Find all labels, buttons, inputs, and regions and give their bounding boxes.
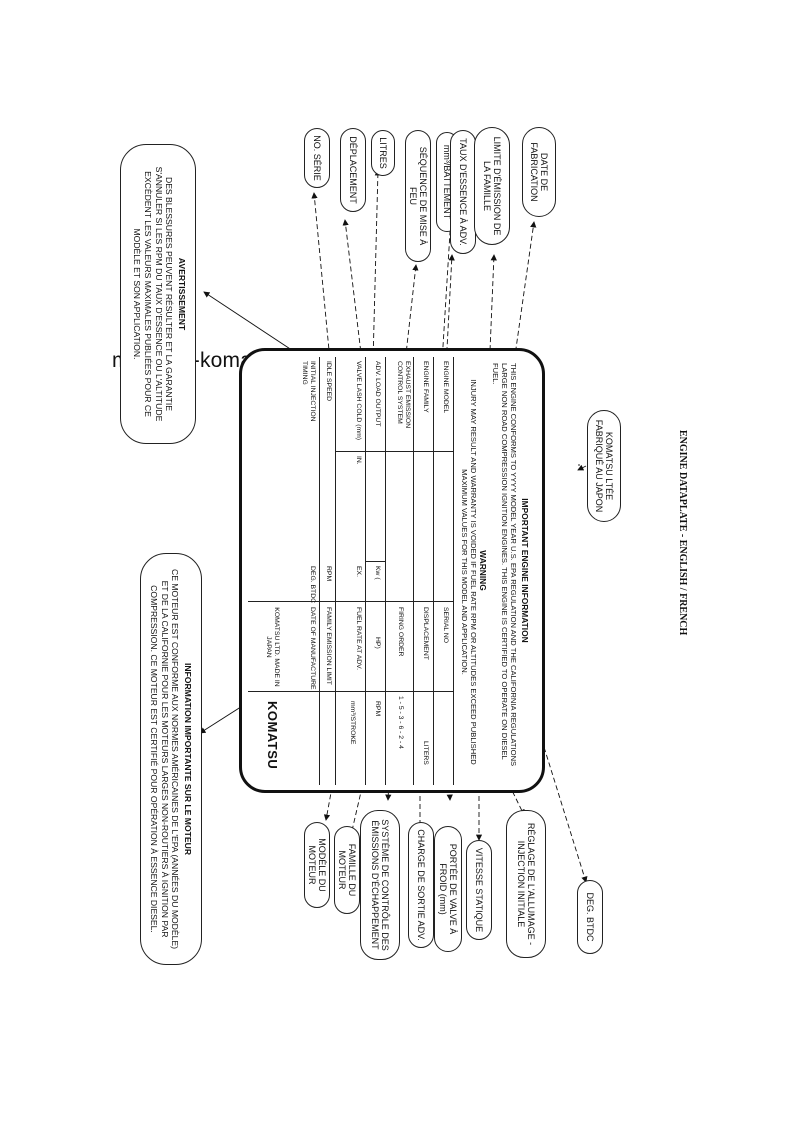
cell-kw: Kw ( (374, 566, 381, 580)
komatsu-logo: KOMATSU (265, 701, 280, 770)
cell-stroke: mm³/STROKE (349, 701, 356, 745)
bubble-warning-body: DES BLESSURES PEUVENT RÉSULTER ET LA GAR… (132, 166, 175, 422)
label-taux-essence: TAUX D'ESSENCE À ADV. (450, 130, 476, 254)
label-systeme-controle: SYSTÈME DE CONTRÔLE DES ÉMISSIONS D'ÉCHA… (360, 810, 400, 960)
label-modele-moteur: MODÈLE DU MOTEUR (304, 822, 330, 908)
leader-maker-solid (577, 464, 587, 471)
bubble-info-heading: INFORMATION IMPORTANTE SUR LE MOTEUR (183, 662, 193, 856)
cell-firing-value: 1 - 5 - 3 - 6 - 2 - 4 (397, 696, 404, 749)
plate-warning-heading: WARNING (478, 550, 488, 591)
label-vitesse-statique: VITESSE STATIQUE (466, 840, 492, 940)
engine-dataplate: IMPORTANT ENGINE INFORMATION THIS ENGINE… (239, 348, 545, 793)
cell-initial-injection: INITIAL INJECTION TIMING (301, 361, 316, 422)
cell-firing-order: FIRING ORDER (397, 607, 404, 657)
plate-title: IMPORTANT ENGINE INFORMATION (520, 498, 530, 643)
label-famille-moteur: FAMILLE DU MOTEUR (334, 826, 360, 914)
bubble-info-body: CE MOTEUR EST CONFORME AUX NORMES AMÉRIC… (148, 569, 181, 949)
plate-warning-text: INJURY MAY RESULT AND WARRANTY IS VOIDED… (459, 379, 478, 765)
diagram-caption: ENGINE DATAPLATE - ENGLISH / FRENCH (677, 430, 688, 636)
cell-deg-btdc: DEG. BTDC (309, 566, 316, 604)
cell-fuel-rate: FUEL RATE AT ADV. (355, 607, 362, 670)
label-reglage-allumage: RÉGLAGE DE L'ALLUMAGE - INJECTION INITIA… (506, 810, 546, 958)
label-charge-sortie: CHARGE DE SORTIE ADV. (408, 822, 434, 948)
cell-engine-family: ENGINE FAMILY (422, 361, 429, 413)
bubble-french-info: INFORMATION IMPORTANTE SUR LE MOTEUR CE … (140, 553, 202, 965)
cell-ex: EX. (355, 566, 362, 577)
label-portee-valve: PORTÉE DE VALVE À FROID (mm) (434, 826, 462, 952)
cell-in: IN. (355, 456, 362, 465)
leader-serial (311, 192, 342, 477)
bubble-warning-heading: AVERTISSEMENT (177, 257, 187, 331)
cell-engine-model: ENGINE MODEL (442, 361, 449, 414)
label-deplacement: DÉPLACEMENT (340, 128, 366, 212)
cell-adv-load: ADV. LOAD OUTPUT (374, 361, 381, 427)
bubble-french-warning: AVERTISSEMENT DES BLESSURES PEUVENT RÉSU… (120, 144, 196, 444)
plate-intro: THIS ENGINE CONFORMS TO YYYY MODEL YEAR … (490, 363, 518, 767)
cell-family-limit: FAMILY EMISSION LIMIT (325, 607, 332, 685)
cell-date-manufacture: DATE OF MANUFACTURE (309, 607, 316, 690)
label-deg-btdc: DEG. BTDC (577, 880, 603, 954)
cell-displacement: DISPLACEMENT (422, 607, 429, 660)
leader-liters (372, 169, 382, 363)
cell-rpm: RPM (374, 701, 381, 717)
label-litres: LITRES (371, 130, 395, 176)
label-komatsu-ltee: KOMATSU LTÉE FABRIQUÉ AU JAPON (587, 410, 621, 522)
label-no-serie: NO. SÉRIE (304, 128, 330, 188)
cell-serial-no: SERIAL NO (442, 607, 449, 644)
label-sequence: SÉQUENCE DE MISE À FEU (405, 130, 431, 262)
cell-liters: LITERS (422, 741, 429, 765)
cell-maker: KOMATSU LTD. MADE IN JAPAN (265, 607, 280, 687)
cell-valve-lash: VALVE LASH COLD (mm) (355, 361, 362, 441)
cell-rpm2: RPM (325, 566, 332, 582)
cell-hp: HP) (374, 637, 381, 649)
cell-idle-speed: IDLE SPEED (325, 361, 332, 402)
label-limite-emission: LIMITE D'ÉMISSION DE LA FAMILLE (474, 127, 510, 245)
label-date-fabrication: DATE DE FABRICATION (522, 127, 556, 217)
cell-exhaust: EXHAUST EMISSION CONTROL SYSTEM (396, 361, 411, 429)
